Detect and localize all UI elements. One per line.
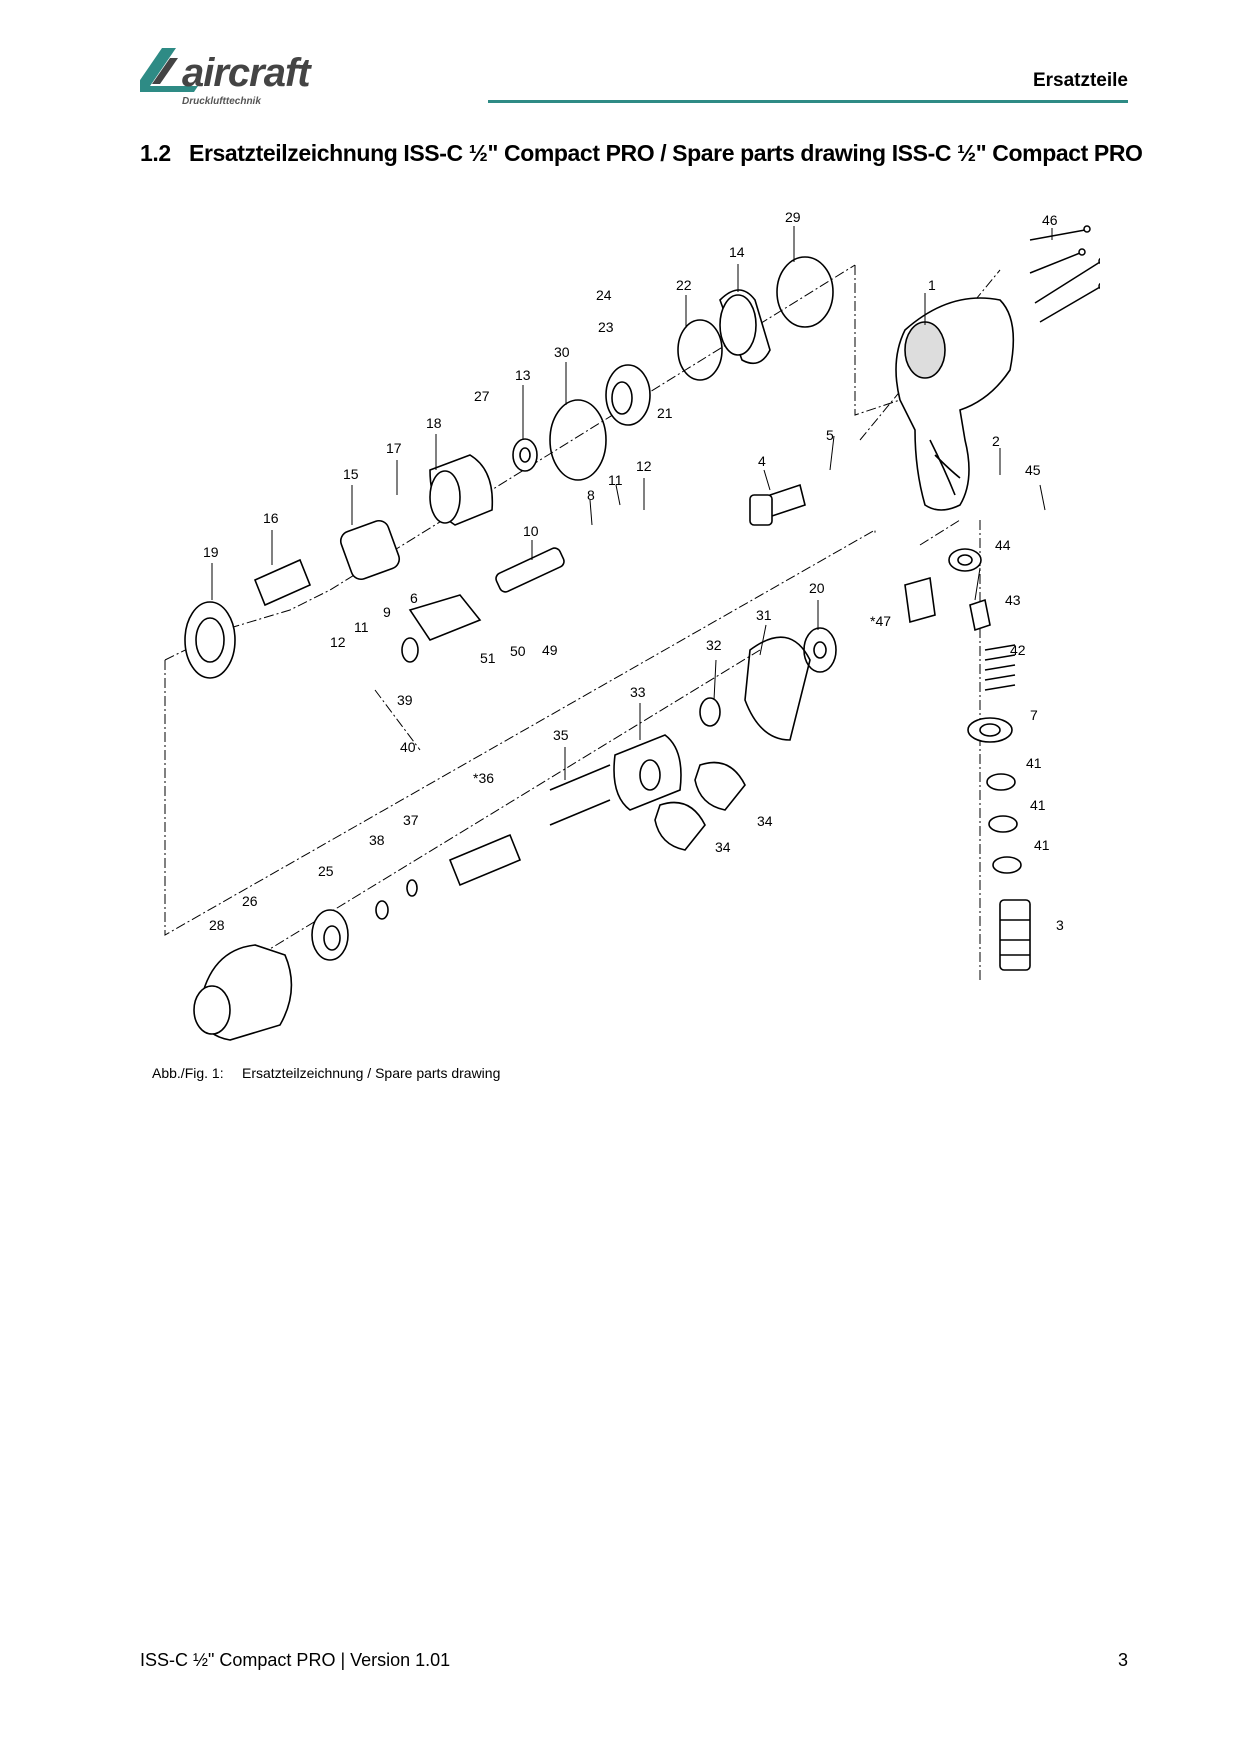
part-label: 26 (242, 893, 258, 909)
footer-document: ISS-C ½" Compact PRO | Version 1.01 (140, 1650, 451, 1670)
part-label: 19 (203, 544, 219, 560)
part-label: 43 (1005, 592, 1021, 608)
part-label: 46 (1042, 212, 1058, 228)
part-label: 31 (756, 607, 772, 623)
part-label: 16 (263, 510, 279, 526)
figure-caption: Abb./Fig. 1: Ersatzteilzeichnung / Spare … (152, 1065, 500, 1081)
part-label: 22 (676, 277, 692, 293)
part-label: 23 (598, 319, 614, 335)
header-section-title: Ersatzteile (1032, 70, 1128, 91)
part-label: 49 (542, 642, 558, 658)
part-label: 27 (474, 388, 490, 404)
part-label: 17 (386, 440, 402, 456)
part-label: 3 (1056, 917, 1064, 933)
bolts-part (1029, 225, 1106, 323)
caption-label: Abb./Fig. 1: (152, 1065, 224, 1081)
part-label: 30 (554, 344, 570, 360)
part-label: 2 (992, 433, 1000, 449)
part-label: 8 (587, 487, 595, 503)
part-label: 12 (330, 634, 346, 650)
part-label: 24 (596, 287, 612, 303)
part-label: 35 (553, 727, 569, 743)
part-label: 32 (706, 637, 722, 653)
part-label: 40 (400, 739, 416, 755)
part-label: 45 (1025, 462, 1041, 478)
part-label: 11 (608, 472, 623, 488)
part-label: 39 (397, 692, 413, 708)
part-label: *36 (473, 770, 494, 786)
part-label: 34 (715, 839, 731, 855)
part-label: 10 (523, 523, 539, 539)
part-label: 20 (809, 580, 825, 596)
part-label: 9 (383, 604, 391, 620)
part-label: 34 (757, 813, 773, 829)
part-label: 13 (515, 367, 531, 383)
heading-title: Ersatzteilzeichnung ISS-C ½" Compact PRO… (189, 140, 1143, 166)
exploded-view-svg: 1 2 3 4 5 6 7 8 9 10 11 11 12 12 13 14 1… (164, 209, 1106, 1041)
part-label: 12 (636, 458, 652, 474)
part-label: 37 (403, 812, 419, 828)
part-label: 25 (318, 863, 334, 879)
heading-number: 1.2 (140, 140, 171, 166)
part-label: 7 (1030, 707, 1038, 723)
part-label: 11 (354, 619, 369, 635)
part-label: 6 (410, 590, 418, 606)
part-label: 29 (785, 209, 801, 225)
part-label: 44 (995, 537, 1011, 553)
header-divider (488, 100, 1128, 103)
part-label: 50 (510, 643, 526, 659)
part-label: 4 (758, 453, 766, 469)
part-labels: 1 2 3 4 5 6 7 8 9 10 11 11 12 12 13 14 1… (203, 209, 1064, 933)
aircraft-logo: aircraft Drucklufttechnik (136, 46, 380, 110)
part-label: 41 (1030, 797, 1046, 813)
part-label: 1 (928, 277, 936, 293)
part-label: 41 (1026, 755, 1042, 771)
part-label: *47 (870, 613, 891, 629)
logo-wordmark: aircraft (182, 51, 312, 95)
logo-tagline: Drucklufttechnik (182, 96, 261, 107)
part-label: 42 (1010, 642, 1026, 658)
part-label: 21 (657, 405, 673, 421)
part-label: 33 (630, 684, 646, 700)
part-label: 14 (729, 244, 745, 260)
logo-graphic: aircraft Drucklufttechnik (136, 48, 313, 107)
housing-part (895, 297, 1015, 511)
part-label: 5 (826, 427, 834, 443)
spare-parts-drawing: 1 2 3 4 5 6 7 8 9 10 11 11 12 12 13 14 1… (140, 205, 1106, 1065)
part-label: 51 (480, 650, 496, 666)
page-heading: 1.2 Ersatzteilzeichnung ISS-C ½" Compact … (140, 140, 1143, 167)
caption-text: Ersatzteilzeichnung / Spare parts drawin… (242, 1065, 501, 1081)
part-label: 28 (209, 917, 225, 933)
page-number: 3 (1117, 1650, 1128, 1670)
part-label: 15 (343, 466, 359, 482)
part-label: 41 (1034, 837, 1050, 853)
part-label: 38 (369, 832, 385, 848)
part-label: 18 (426, 415, 442, 431)
rings-group (375, 256, 1022, 920)
